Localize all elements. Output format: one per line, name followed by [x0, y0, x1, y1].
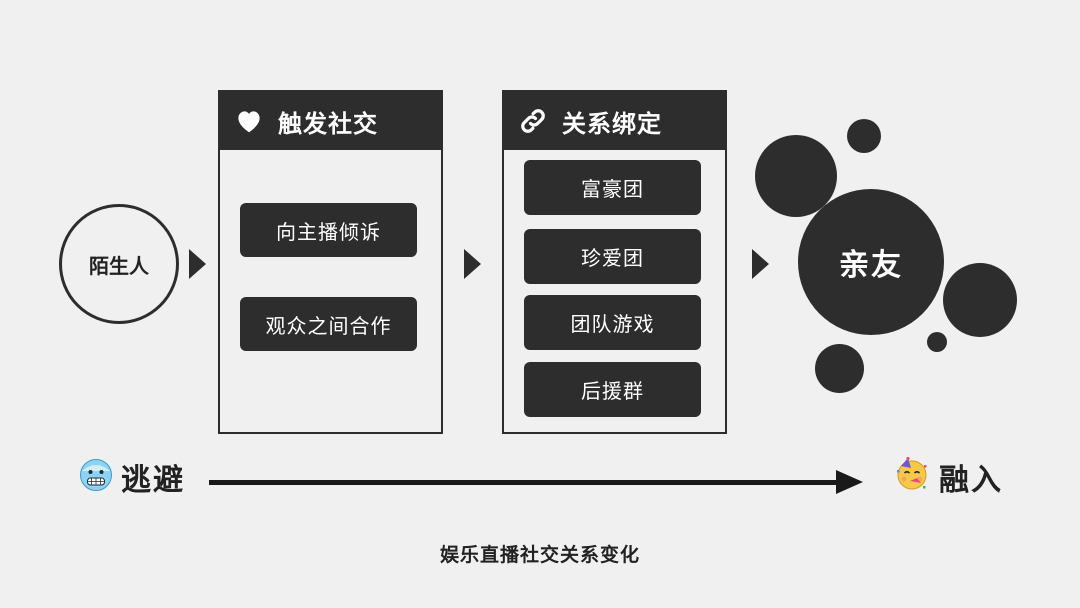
trigger-panel: 触发社交 向主播倾诉 观众之间合作 [218, 90, 443, 434]
stranger-label: 陌生人 [89, 253, 149, 278]
trigger-panel-title: 触发社交 [278, 109, 378, 138]
axis-end-label: 融入 [939, 463, 1003, 498]
progress-axis-line [209, 480, 839, 485]
binding-item: 后援群 [524, 362, 701, 417]
flow-arrow-2 [464, 249, 481, 279]
trigger-panel-header: 触发社交 [220, 92, 441, 150]
decorative-circle [815, 344, 864, 393]
freezing-face-icon [80, 459, 112, 491]
party-face-icon [897, 456, 927, 490]
diagram-caption: 娱乐直播社交关系变化 [439, 544, 640, 566]
trigger-item: 向主播倾诉 [240, 203, 417, 257]
progress-axis-arrowhead [836, 470, 863, 494]
binding-panel-title: 关系绑定 [562, 109, 662, 138]
friend-node: 亲友 [798, 189, 944, 335]
decorative-circle [755, 135, 837, 217]
decorative-circle [943, 263, 1017, 337]
friend-label: 亲友 [839, 248, 903, 283]
binding-item: 团队游戏 [524, 295, 701, 350]
binding-item: 珍爱团 [524, 229, 701, 284]
binding-panel: 关系绑定 富豪团 珍爱团 团队游戏 后援群 [502, 90, 727, 434]
decorative-circle [927, 332, 947, 352]
trigger-item: 观众之间合作 [240, 297, 417, 351]
decorative-circle [847, 119, 881, 153]
stranger-node: 陌生人 [59, 204, 179, 324]
flow-arrow-1 [189, 249, 206, 279]
binding-panel-header: 关系绑定 [504, 92, 725, 150]
heart-icon [238, 111, 260, 133]
flow-arrow-3 [752, 249, 769, 279]
binding-item: 富豪团 [524, 160, 701, 215]
axis-start-label: 逃避 [121, 463, 185, 498]
link-icon [521, 109, 545, 133]
